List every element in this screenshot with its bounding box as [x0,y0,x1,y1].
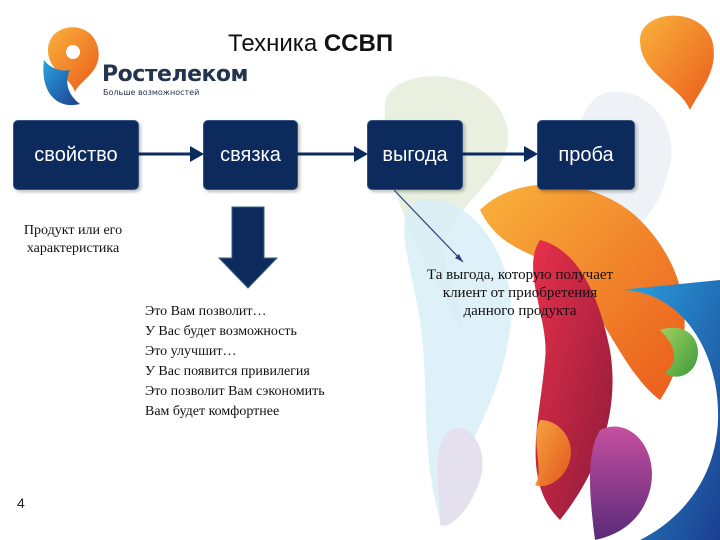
pointer-line [393,189,464,263]
property-description: Продукт или его характеристика [23,223,123,256]
arrow-right-3 [462,146,538,162]
arrow-right-1 [138,146,204,162]
page-title: Техника ССВП [228,30,394,57]
benefit-description: Та выгода, которую получает клиент от пр… [426,267,614,319]
rostelecom-emblem [43,27,99,106]
logo-tagline: Больше возможностей [103,88,200,97]
box-benefit: выгода [367,120,463,190]
box-bridge-label: связка [220,143,281,166]
page-number: 4 [17,495,25,511]
arrow-right-2 [297,146,368,162]
list-item: Вам будет комфортнее [145,404,280,419]
box-property: свойство [13,120,139,190]
box-trial-label: проба [558,143,614,166]
list-item: У Вас появится привилегия [145,364,310,379]
list-item: Это позволит Вам сэкономить [145,384,325,399]
box-trial: проба [537,120,635,190]
list-item: Это Вам позволит… [145,304,267,319]
bridge-phrases-list: Это Вам позволит… У Вас будет возможност… [145,302,325,422]
list-item: Это улучшит… [145,344,237,359]
box-benefit-label: выгода [382,143,448,166]
list-item: У Вас будет возможность [145,324,297,339]
arrow-down [217,206,279,289]
logo-name: Ростелеком [102,62,249,87]
box-property-label: свойство [34,143,118,166]
